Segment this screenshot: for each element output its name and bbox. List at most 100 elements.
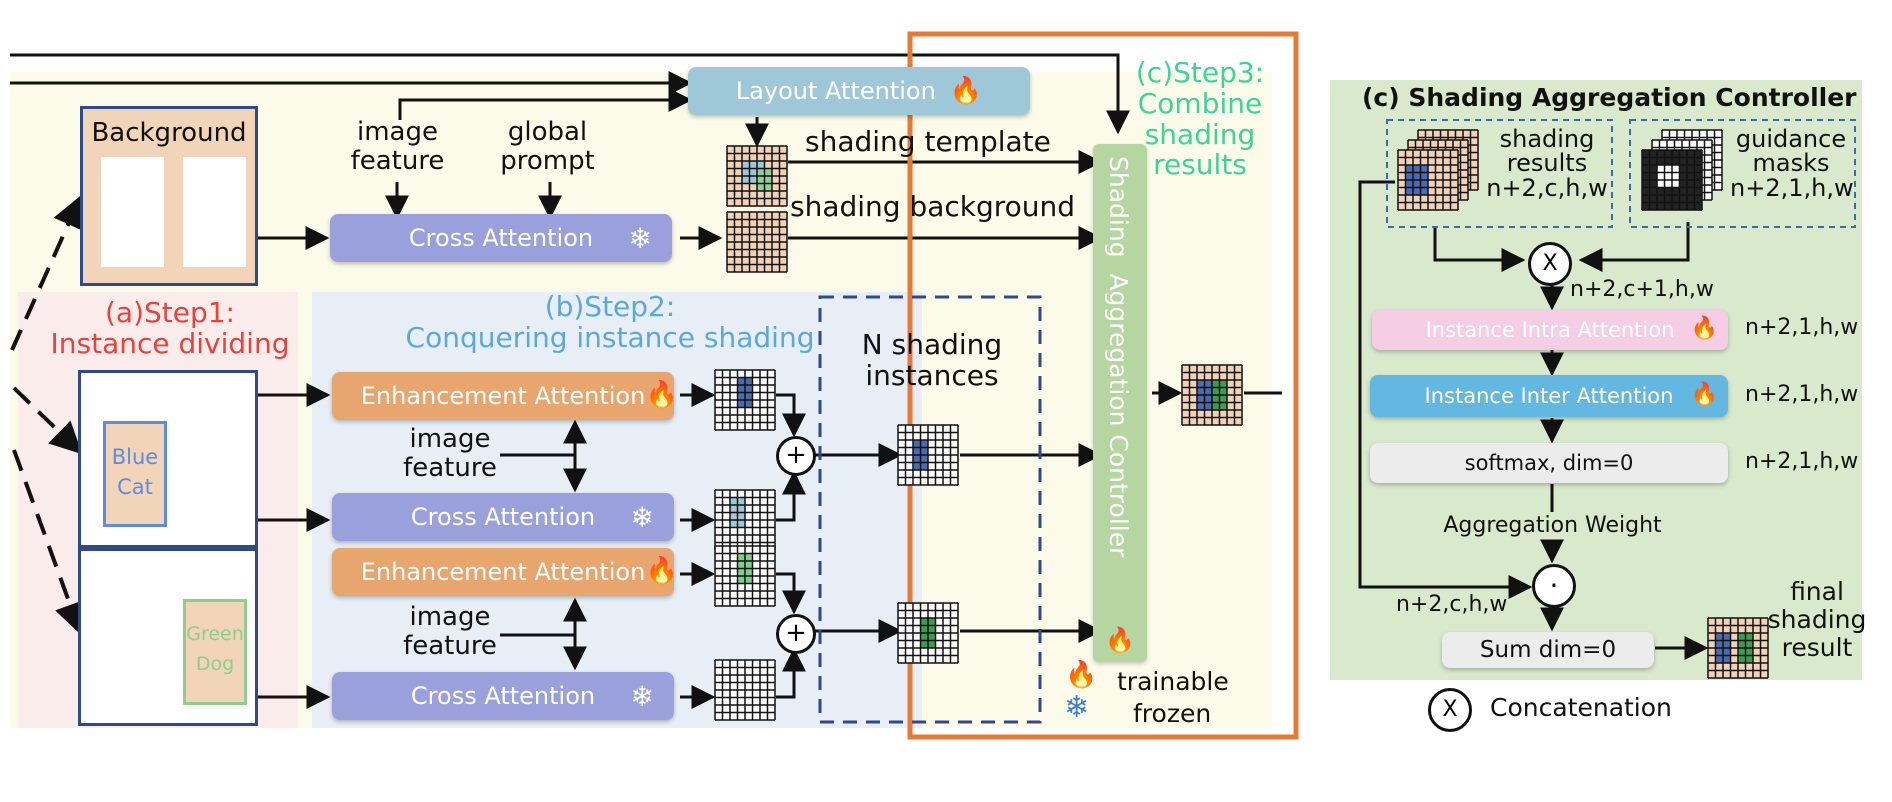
blue-cat-line1: Blue	[111, 445, 159, 469]
background-box: Background	[80, 106, 258, 286]
fire-icon: 🔥	[949, 76, 983, 106]
dashed-split-arrows	[10, 195, 86, 636]
instance-grid-2	[714, 489, 776, 551]
final-shading-result-label: final shading result	[1762, 578, 1872, 662]
panel-title: (c) Shading Aggregation Controller	[1362, 83, 1857, 112]
enhancement-attention-1: Enhancement Attention 🔥	[332, 372, 678, 420]
global-prompt-line2: prompt	[500, 145, 595, 176]
add-circle-1: +	[776, 436, 816, 476]
step3-title: (c)Step3: Combine shading results	[1120, 57, 1280, 182]
instance-grid-3	[714, 545, 776, 607]
instance-intra-attention-block: Instance Intra Attention 🔥	[1372, 310, 1728, 350]
layout-attention-label: Layout Attention	[735, 77, 936, 105]
green-dog-line1: Green	[186, 623, 244, 645]
green-dog-line2: Dog	[195, 653, 235, 675]
cross-attention-global: Cross Attention ❄	[330, 214, 672, 262]
step1-title-line2: Instance dividing	[50, 326, 290, 360]
concat-legend-symbol: X	[1442, 697, 1458, 722]
global-prompt: global prompt	[490, 118, 605, 175]
step2-title-line2: Conquering instance shading	[405, 320, 815, 354]
instance-grid-4	[714, 659, 776, 721]
snowflake-icon: ❄	[630, 680, 654, 713]
fire-icon: 🔥	[645, 556, 678, 586]
shading-results-line2: results	[1506, 149, 1588, 178]
guidance-masks-label: guidance masks n+2,1,h,w	[1730, 125, 1854, 202]
step1-title-line1: (a)Step1:	[104, 296, 235, 329]
add-circle-2: +	[776, 614, 816, 654]
dim-left-label: n+2,c,h,w	[1396, 592, 1508, 617]
n-shading-instances-label: N shading instances	[842, 328, 1022, 392]
shading-template-grid	[726, 145, 788, 207]
snowflake-icon: ❄	[1064, 690, 1090, 725]
cross-attention-2: Cross Attention ❄	[332, 672, 674, 720]
guidance-masks-line3: n+2,1,h,w	[1730, 173, 1854, 202]
panel-connectors	[1358, 180, 1709, 660]
combined-grid	[1181, 364, 1243, 426]
legend-trainable: trainable	[1117, 667, 1229, 696]
layout-attention-block: Layout Attention 🔥	[688, 67, 1030, 115]
dim-softmax-label: n+2,1,h,w	[1745, 449, 1859, 474]
shading-results-line3: n+2,c,h,w	[1486, 173, 1608, 202]
n-shading-instances-line2: instances	[865, 358, 999, 392]
guidance-masks-line1: guidance	[1735, 125, 1847, 153]
n-instance-grid-1	[897, 424, 959, 486]
guidance-masks-line2: masks	[1752, 149, 1830, 178]
guidance-masks-grid	[1641, 149, 1703, 211]
step2-title-line1: (b)Step2:	[544, 290, 676, 323]
grid-icons	[714, 129, 1769, 721]
concat-symbol: X	[1542, 251, 1558, 276]
aggregation-weight-label: Aggregation Weight	[1443, 513, 1662, 538]
fire-icon: 🔥	[645, 380, 678, 410]
fire-icon: 🔥	[1105, 626, 1135, 654]
final-line3: result	[1781, 633, 1853, 662]
softmax-label: softmax, dim=0	[1464, 451, 1634, 475]
snowflake-icon: ❄	[628, 222, 652, 255]
step1-title: (a)Step1: Instance dividing	[51, 296, 290, 360]
dim-concat-label: n+2,c+1,h,w	[1570, 277, 1714, 302]
image-feature-top-line1: image	[357, 117, 438, 147]
image-feature-top-line2: feature	[350, 145, 445, 176]
enhancement-attention-2-label: Enhancement Attention	[360, 558, 646, 586]
cross-attention-1-label: Cross Attention	[410, 503, 596, 531]
image-feature-row1-line1: image	[409, 424, 491, 454]
dot-symbol: ·	[1549, 569, 1559, 602]
shading-results-grid	[1397, 149, 1459, 211]
step2-title: (b)Step2: Conquering instance shading	[400, 290, 820, 354]
n-shading-instances-line1: N shading	[861, 328, 1003, 361]
background-slot-left	[101, 157, 164, 267]
concat-legend-label: Concatenation	[1490, 693, 1672, 722]
aggregation-controller-label: Shading Aggregation Controller	[1104, 156, 1133, 558]
final-line2: shading	[1767, 605, 1867, 634]
instance-grid-1	[714, 369, 776, 431]
global-prompt-line1: global	[507, 117, 588, 147]
image-feature-top: image feature	[340, 118, 455, 175]
final-line1: final	[1790, 577, 1844, 606]
dot-product-circle: ·	[1532, 564, 1576, 608]
enhancement-attention-2: Enhancement Attention 🔥	[332, 548, 678, 596]
aggregation-controller-block: Shading Aggregation Controller 🔥	[1093, 144, 1147, 662]
softmax-block: softmax, dim=0	[1370, 443, 1728, 483]
image-feature-row2-line1: image	[409, 602, 491, 632]
step3-title-line2: Combine	[1137, 86, 1263, 120]
fire-icon: 🔥	[1690, 316, 1718, 341]
legend-frozen: frozen	[1133, 699, 1212, 728]
image-feature-row1: image feature	[400, 425, 500, 482]
enhancement-attention-1-label: Enhancement Attention	[360, 382, 646, 410]
concat-circle: X	[1528, 242, 1572, 286]
shading-background-label: shading background	[790, 190, 1076, 223]
blue-cat-line2: Cat	[117, 475, 153, 499]
connector-lines	[10, 53, 1282, 709]
instance-intra-attention-label: Instance Intra Attention	[1425, 318, 1675, 342]
image-feature-row2-line2: feature	[403, 630, 497, 661]
background-label: Background	[91, 118, 247, 148]
image-feature-row2: image feature	[400, 603, 500, 660]
fire-icon: 🔥	[1690, 382, 1718, 407]
guidance-masks-frame	[1629, 119, 1856, 228]
shading-results-frame	[1386, 119, 1613, 228]
n-instance-grid-2	[897, 602, 959, 664]
background-slot-right	[183, 157, 246, 267]
final-result-grid	[1707, 617, 1769, 679]
step3-title-line4: results	[1153, 148, 1247, 182]
sum-label: Sum dim=0	[1479, 637, 1617, 663]
